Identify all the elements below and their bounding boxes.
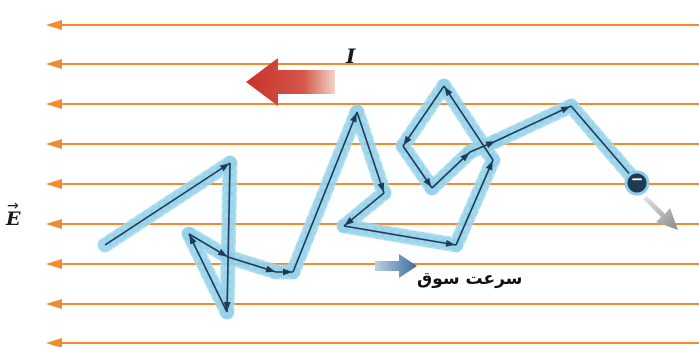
field-line-arrowhead — [46, 299, 62, 309]
field-label: E — [6, 208, 21, 230]
field-line-arrowhead — [46, 59, 62, 69]
field-line-arrowhead — [46, 139, 62, 149]
path-segment-arrowhead — [403, 135, 412, 146]
path-segment — [226, 162, 231, 313]
path-segment-arrowhead — [560, 106, 571, 114]
path-segment-arrowhead — [219, 163, 230, 172]
path-segment-arrowhead — [189, 234, 197, 245]
path-segment-arrowhead — [485, 160, 493, 171]
electric-field-lines — [46, 20, 699, 347]
path-segment — [356, 111, 385, 194]
path-segment — [343, 225, 457, 246]
path-segment-arrowhead — [265, 265, 276, 273]
path-segment — [570, 105, 640, 186]
path-segment-arrowhead — [350, 112, 357, 123]
electron-icon — [624, 170, 650, 196]
path-segment-arrowhead — [444, 86, 453, 97]
current-label: I — [346, 44, 356, 68]
current-direction-arrow — [246, 58, 335, 106]
path-segment-arrowhead — [217, 248, 228, 257]
electron-zigzag-path — [104, 85, 640, 313]
charge-sign: − — [630, 170, 644, 188]
path-segment-arrowhead — [377, 182, 385, 193]
field-line-arrowhead — [46, 338, 62, 347]
drift-velocity-arrow — [375, 254, 417, 278]
path-segment-arrowhead — [445, 239, 456, 247]
field-line-arrowhead — [46, 20, 62, 30]
path-segment — [188, 233, 228, 313]
path-segment-arrowhead — [223, 301, 231, 312]
path-segment-arrowhead — [485, 141, 496, 149]
path-segment — [443, 85, 494, 161]
path-segment — [495, 105, 572, 142]
field-line-arrowhead — [46, 259, 62, 269]
path-segment-arrowhead — [423, 177, 432, 188]
electron-path-trace-dots — [98, 79, 646, 319]
path-segment — [455, 159, 494, 246]
path-segment-arrowhead — [344, 216, 354, 226]
electron-exit-arrow — [643, 196, 678, 230]
path-segment — [402, 85, 445, 147]
drift-velocity-label: سرعت سوق — [417, 269, 523, 289]
path-segment-arrowhead — [460, 152, 470, 162]
path-segment — [292, 111, 358, 273]
field-vector-mark: → — [7, 198, 19, 214]
field-line-arrowhead — [46, 179, 62, 189]
field-line-arrowhead — [46, 219, 62, 229]
field-line-arrowhead — [46, 99, 62, 109]
path-segment-arrowhead — [283, 268, 292, 276]
path-segment — [104, 162, 231, 246]
